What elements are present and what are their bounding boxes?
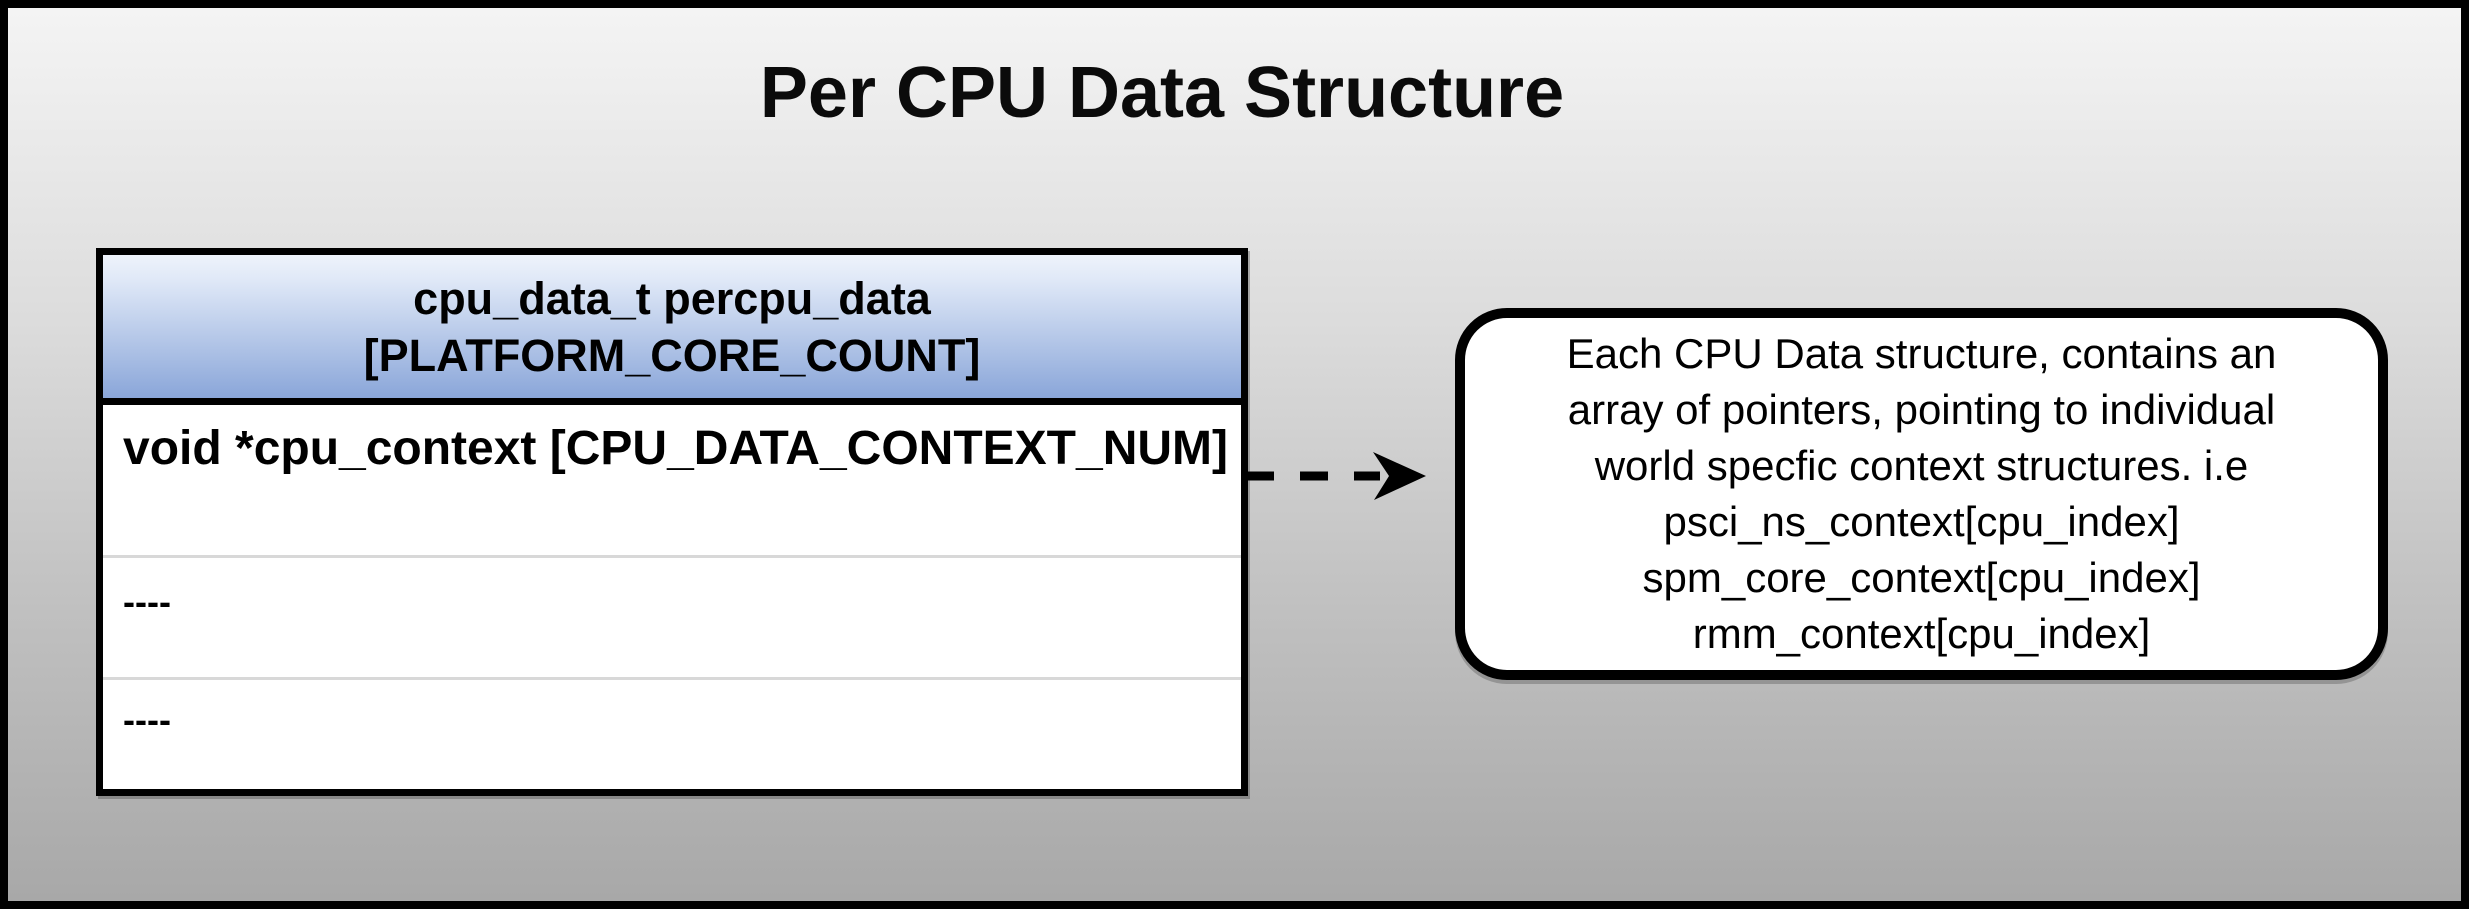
table-row-placeholder-1-label: ---- — [123, 581, 171, 622]
annotation-line-4: psci_ns_context[cpu_index] — [1663, 498, 2180, 545]
page-title: Per CPU Data Structure — [759, 53, 1565, 133]
table-row-placeholder-2-label: ---- — [123, 699, 171, 740]
table-header-line1: cpu_data_t percpu_data — [413, 272, 931, 324]
dashed-arrow-icon — [1246, 452, 1426, 500]
table-row-placeholder-2: ---- — [103, 680, 1241, 789]
table-row-placeholder-1: ---- — [103, 558, 1241, 680]
annotation-line-3: world specfic context structures. i.e — [1594, 442, 2249, 489]
annotation-box: Each CPU Data structure, contains an arr… — [1455, 308, 2388, 680]
annotation-line-2: array of pointers, pointing to individua… — [1567, 386, 2276, 433]
annotation-line-1: Each CPU Data structure, contains an — [1566, 330, 2277, 377]
annotation-line-5: spm_core_context[cpu_index] — [1642, 554, 2201, 601]
table-row-cpu-context-label: void *cpu_context [CPU_DATA_CONTEXT_NUM] — [123, 422, 1228, 475]
table-row-cpu-context: void *cpu_context [CPU_DATA_CONTEXT_NUM] — [103, 405, 1241, 558]
dashed-arrow-connector — [1244, 448, 1430, 504]
table-header-line2: [PLATFORM_CORE_COUNT] — [363, 329, 981, 381]
percpu-data-table: cpu_data_t percpu_data [PLATFORM_CORE_CO… — [96, 248, 1248, 796]
table-header: cpu_data_t percpu_data [PLATFORM_CORE_CO… — [103, 255, 1241, 405]
annotation-line-6: rmm_context[cpu_index] — [1692, 610, 2151, 657]
